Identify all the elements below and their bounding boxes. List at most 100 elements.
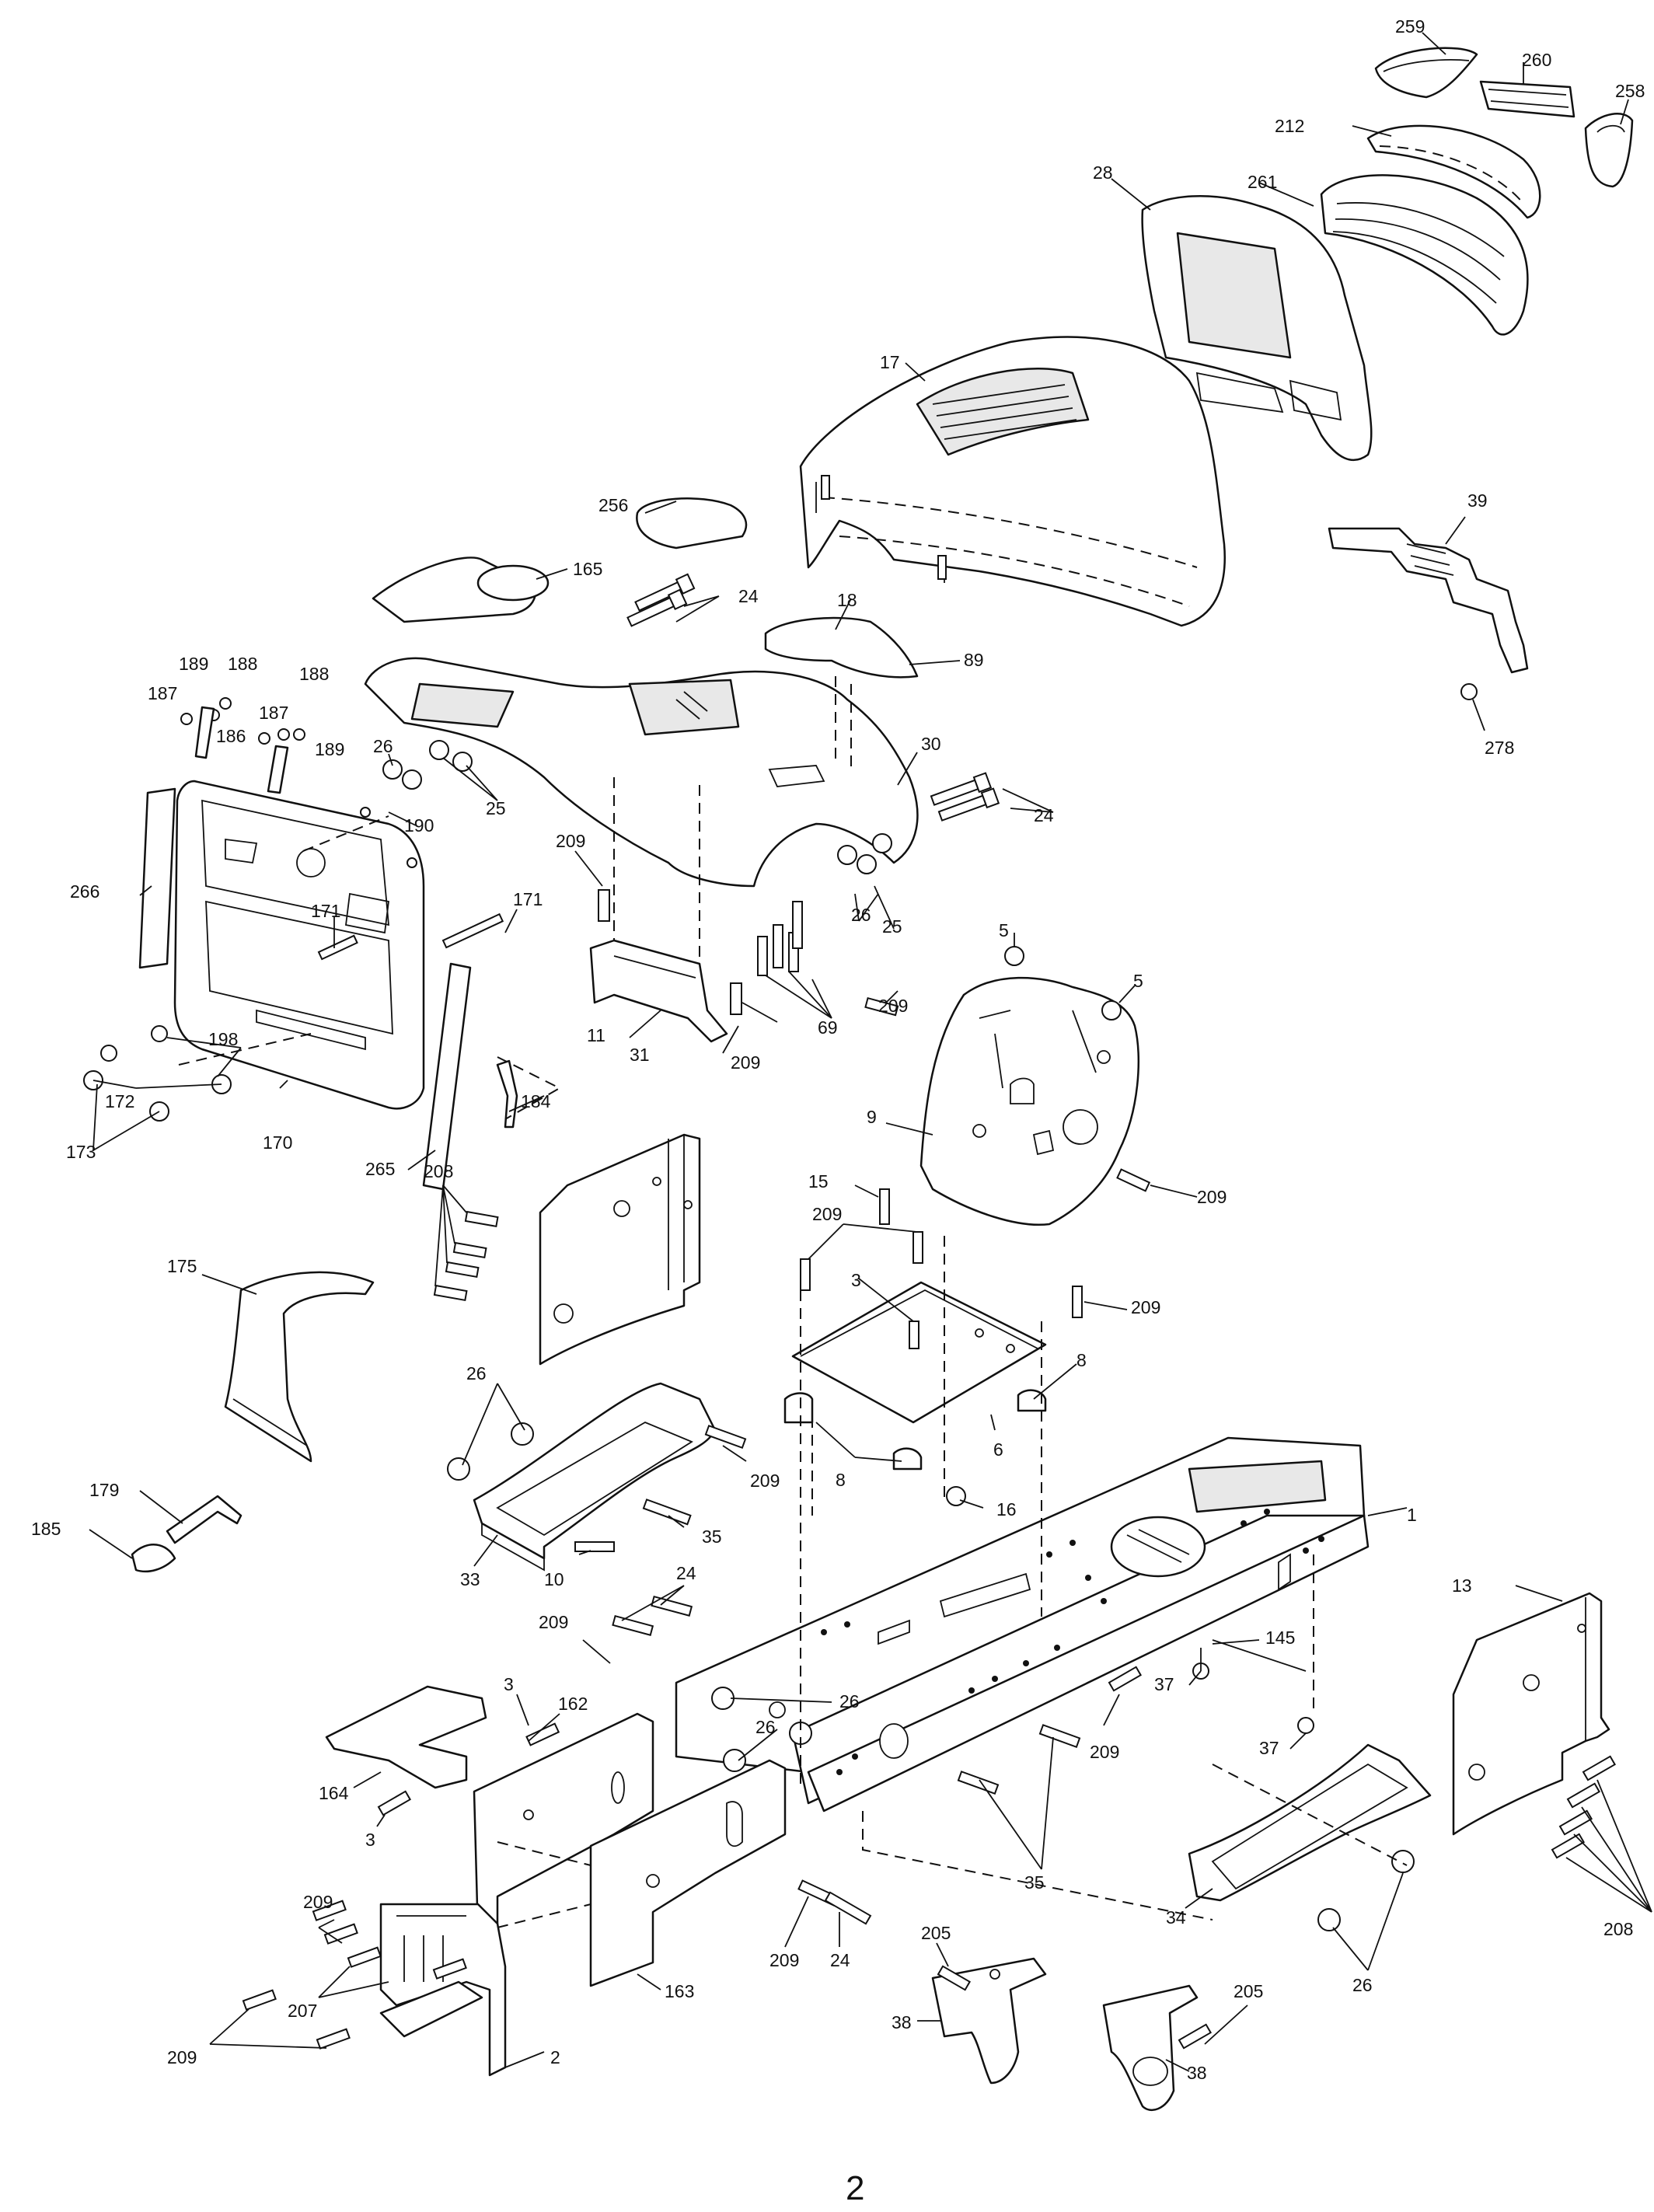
callout-13: 13 — [1452, 1575, 1472, 1596]
callout-17: 17 — [880, 352, 900, 372]
callout-260: 260 — [1522, 50, 1551, 70]
trim-265 — [422, 962, 472, 1191]
callout-10: 10 — [544, 1569, 564, 1589]
callout-164: 164 — [319, 1783, 349, 1803]
dash-panel-170 — [173, 780, 425, 1110]
callout-15: 15 — [808, 1171, 829, 1191]
callout-89: 89 — [964, 650, 984, 670]
callout-209: 209 — [878, 996, 908, 1016]
grille-261 — [1320, 174, 1529, 336]
callout-26: 26 — [1352, 1975, 1373, 1995]
steering-support-31 — [589, 939, 728, 1043]
callout-163: 163 — [665, 1981, 694, 2001]
callout-261: 261 — [1247, 172, 1277, 192]
callout-258: 258 — [1615, 81, 1645, 101]
callout-11: 11 — [587, 1025, 605, 1045]
callout-209: 209 — [750, 1471, 780, 1491]
fender-30 — [364, 657, 919, 888]
light-strip-260 — [1479, 80, 1575, 118]
callout-209: 209 — [1131, 1297, 1160, 1317]
callout-165: 165 — [573, 559, 602, 579]
callout-188: 188 — [299, 664, 329, 684]
callout-37: 37 — [1259, 1738, 1279, 1758]
callout-31: 31 — [630, 1045, 650, 1065]
callout-207: 207 — [288, 2001, 317, 2021]
callout-162: 162 — [558, 1694, 588, 1714]
callout-184: 184 — [521, 1091, 551, 1111]
callout-3: 3 — [365, 1830, 375, 1850]
callout-187: 187 — [259, 703, 288, 723]
callout-171: 171 — [513, 889, 543, 909]
bracket-2 — [379, 1903, 507, 2077]
callout-24: 24 — [738, 586, 759, 606]
callout-209: 209 — [1090, 1742, 1119, 1762]
callout-212: 212 — [1275, 116, 1304, 136]
screw-278 — [1460, 683, 1478, 700]
dash-tower-9 — [919, 976, 1140, 1226]
seat-pan-89 — [764, 616, 919, 679]
grille-insert-212 — [1366, 124, 1541, 219]
callout-37: 37 — [1154, 1674, 1174, 1694]
callout-26: 26 — [373, 736, 393, 756]
callout-30: 30 — [921, 734, 941, 754]
leader-lines — [89, 32, 1652, 2072]
callout-208: 208 — [424, 1161, 453, 1181]
cup-holder-165 — [372, 556, 550, 623]
bracket-38-right — [1102, 1984, 1199, 2111]
emblem-258 — [1584, 113, 1634, 188]
callout-175: 175 — [167, 1256, 197, 1276]
callout-39: 39 — [1467, 490, 1488, 511]
callout-188: 188 — [228, 654, 257, 674]
headlight-lens-259 — [1374, 47, 1478, 99]
side-panel-11 — [539, 1133, 701, 1366]
callout-2: 2 — [550, 2047, 560, 2067]
callout-173: 173 — [66, 1142, 96, 1162]
main-frame-1 — [675, 1436, 1370, 1813]
footrest-33 — [473, 1382, 717, 1572]
callout-8: 8 — [836, 1470, 846, 1490]
callout-209: 209 — [167, 2047, 197, 2067]
callout-170: 170 — [263, 1132, 292, 1153]
callout-209: 209 — [1197, 1187, 1227, 1207]
callout-38: 38 — [1187, 2063, 1207, 2083]
plate-6 — [791, 1281, 1047, 1424]
callout-266: 266 — [70, 881, 99, 902]
callout-33: 33 — [460, 1569, 480, 1589]
callout-209: 209 — [769, 1950, 799, 1970]
callout-24: 24 — [676, 1563, 696, 1583]
callout-35: 35 — [702, 1526, 722, 1547]
callout-24: 24 — [830, 1950, 850, 1970]
shield-175 — [224, 1271, 375, 1463]
bracket-164 — [325, 1685, 487, 1789]
callout-187: 187 — [148, 683, 177, 703]
callout-26: 26 — [839, 1691, 860, 1711]
callout-38: 38 — [892, 2012, 912, 2032]
plate-163 — [589, 1759, 787, 1987]
callout-189: 189 — [315, 739, 344, 759]
callout-6: 6 — [993, 1439, 1003, 1460]
callout-179: 179 — [89, 1480, 119, 1500]
callout-205: 205 — [921, 1923, 951, 1943]
callout-256: 256 — [598, 495, 628, 515]
page-number: 2 — [846, 2169, 864, 2207]
callout-3: 3 — [851, 1270, 861, 1290]
callout-208: 208 — [1603, 1919, 1633, 1939]
callout-25: 25 — [882, 916, 902, 937]
callout-1: 1 — [1407, 1505, 1417, 1525]
callout-209: 209 — [303, 1892, 333, 1912]
callout-18: 18 — [837, 590, 857, 610]
callout-198: 198 — [208, 1029, 238, 1049]
callout-25: 25 — [486, 798, 506, 818]
footrest-34 — [1188, 1743, 1432, 1902]
callout-145: 145 — [1265, 1628, 1295, 1648]
hood-17 — [799, 336, 1226, 627]
callout-24: 24 — [1034, 805, 1054, 825]
callout-209: 209 — [539, 1612, 568, 1632]
callout-labels: 259 260 258 212 28 261 17 18 39 278 256 … — [31, 16, 1645, 2083]
callout-16: 16 — [996, 1499, 1017, 1519]
callout-259: 259 — [1395, 16, 1425, 37]
callout-69: 69 — [818, 1017, 838, 1038]
cover-256 — [636, 497, 748, 550]
callout-28: 28 — [1093, 162, 1113, 183]
